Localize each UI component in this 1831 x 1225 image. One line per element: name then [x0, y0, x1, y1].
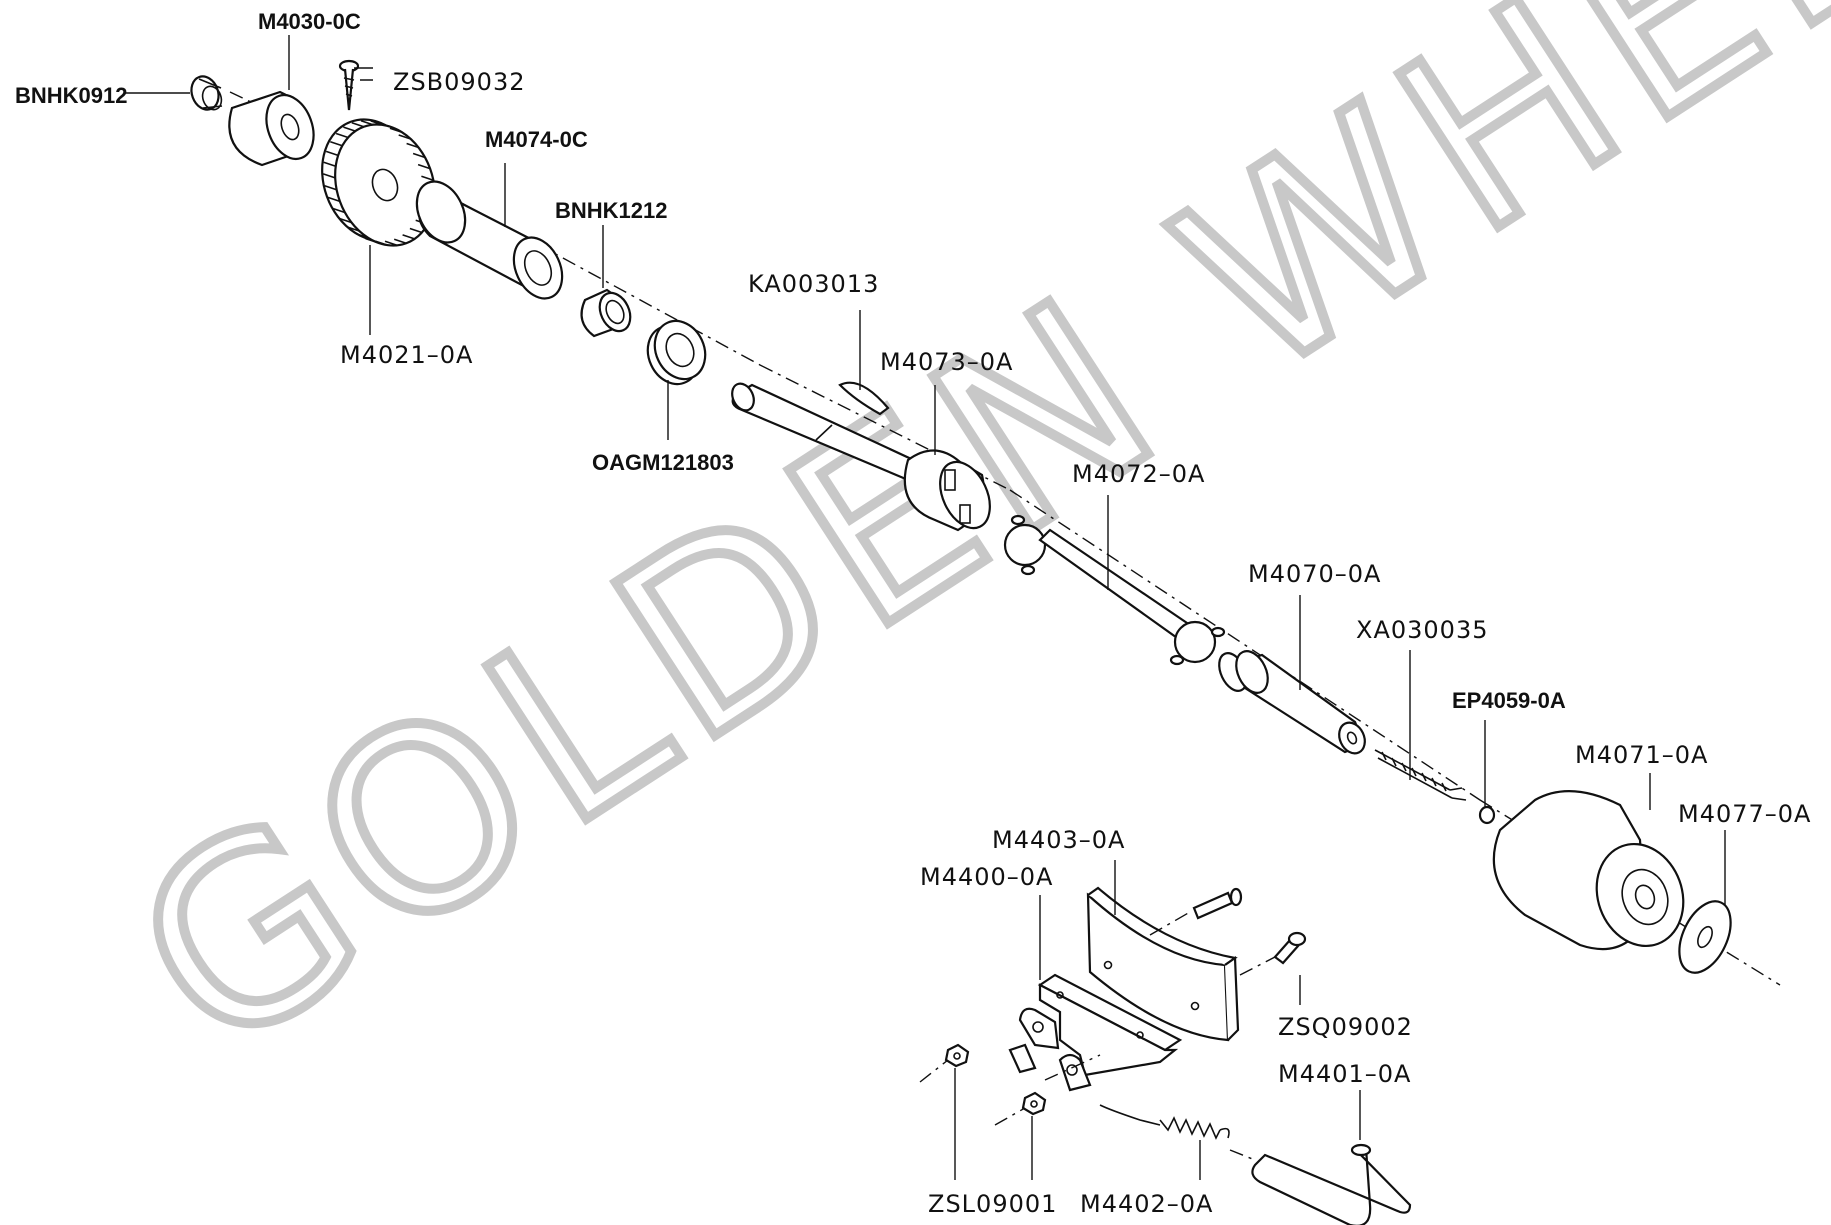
gear-tooth [323, 161, 336, 168]
gear-tooth [322, 173, 336, 179]
label-ep4059-0a: EP4059-0A [1452, 688, 1566, 713]
label-m4402-0a: M4402–0A [1080, 1190, 1213, 1218]
gear-tooth [365, 237, 378, 244]
gear-tooth [325, 150, 339, 157]
nut-zsl09001-a [944, 1043, 970, 1068]
plate-m4403-0a [1086, 886, 1240, 1042]
gear-tooth [380, 122, 393, 129]
gear-tooth [412, 152, 426, 159]
bracket-m4400-0a [1008, 973, 1183, 1092]
gear-tooth [343, 126, 356, 132]
label-m4030-0c: M4030-0C [258, 9, 361, 34]
label-bnhk0912: BNHK0912 [15, 83, 128, 108]
label-m4074-0c: M4074-0C [485, 127, 588, 152]
screw-zsq09002 [1273, 931, 1307, 965]
oil-seal-oagm121803 [646, 319, 707, 386]
gear-tooth [398, 134, 411, 140]
gear-tooth [330, 140, 343, 147]
label-m4077-0a: M4077–0A [1678, 800, 1811, 828]
gear-tooth [389, 127, 403, 133]
gear-tooth [351, 121, 365, 128]
gear-tooth [421, 175, 434, 182]
gear-tooth [347, 226, 360, 232]
gear-tooth [332, 207, 346, 214]
tube-m4070-0a [1218, 650, 1366, 755]
gear-tooth [360, 119, 374, 126]
label-m4403-0a: M4403–0A [992, 826, 1125, 854]
gear-tooth [327, 196, 341, 203]
gear-tooth [324, 184, 337, 191]
label-xa030035: XA030035 [1356, 616, 1488, 644]
key-ka003013 [838, 381, 890, 416]
gear-tooth [393, 238, 407, 245]
gear-tooth [406, 142, 419, 149]
gear-tooth [335, 132, 349, 139]
label-zsq09002: ZSQ09002 [1278, 1013, 1413, 1041]
rod-m4401-0a [1251, 1143, 1412, 1225]
gear-tooth [339, 217, 352, 224]
gear-tooth [417, 163, 431, 170]
gear-tooth [409, 227, 423, 234]
label-m4072-0a: M4072–0A [1072, 460, 1205, 488]
spring-m4402-0a [1099, 1104, 1230, 1140]
nut-zsl09001-b [1021, 1091, 1047, 1116]
label-m4021-0a: M4021–0A [340, 341, 473, 369]
needle-bearing-bnhk1212 [580, 288, 632, 338]
universal-shaft-m4072-0a [1003, 514, 1226, 666]
shaft-m4073-0a [731, 382, 991, 532]
label-oagm121803: OAGM121803 [592, 450, 734, 475]
label-m4071-0a: M4071–0A [1575, 741, 1708, 769]
secondary-axis-lines [919, 911, 1276, 1161]
spring-xa030035 [1374, 749, 1467, 801]
leader-lines [125, 35, 1726, 1180]
label-zsl09001: ZSL09001 [928, 1190, 1057, 1218]
gear-tooth [384, 240, 398, 247]
pin-ep4059-0a [1478, 805, 1496, 825]
needle-bearing-bnhk0912 [190, 75, 223, 111]
screw-upper-m4403 [1192, 887, 1243, 920]
wheel-m4071-0a [1492, 790, 1685, 951]
label-m4400-0a: M4400–0A [920, 863, 1053, 891]
tube-m4074-0c [415, 180, 564, 300]
screw-zsb09032 [338, 59, 360, 111]
label-m4070-0a: M4070–0A [1248, 560, 1381, 588]
bushing-m4030-0c [228, 90, 315, 167]
gear-m4021-0a [321, 118, 436, 247]
label-m4401-0a: M4401–0A [1278, 1060, 1411, 1088]
label-bnhk1212: BNHK1212 [555, 198, 668, 223]
label-m4073-0a: M4073–0A [880, 348, 1013, 376]
label-zsb09032: ZSB09032 [393, 68, 526, 96]
gear-tooth [402, 234, 415, 240]
label-ka003013: KA003013 [748, 270, 879, 298]
gear-tooth [355, 233, 369, 239]
washer-m4077-0a [1678, 900, 1732, 974]
